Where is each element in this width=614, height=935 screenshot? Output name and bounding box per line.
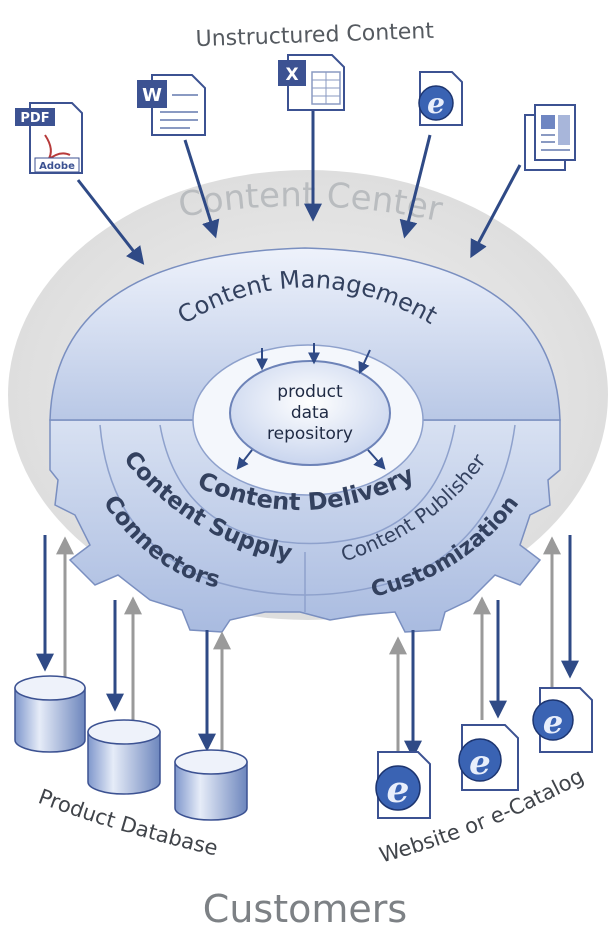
content-management-arc bbox=[49, 247, 561, 421]
brochure-document-icon bbox=[524, 104, 576, 171]
repository-label-line1: product bbox=[277, 382, 343, 402]
web-page-icon-2: e bbox=[458, 724, 519, 791]
svg-text:X: X bbox=[285, 65, 298, 85]
svg-text:e: e bbox=[387, 769, 410, 811]
repository-label-line3: repository bbox=[267, 424, 353, 444]
pdf-document-icon: PDF Adobe bbox=[15, 102, 83, 174]
svg-text:PDF: PDF bbox=[20, 111, 49, 126]
web-page-icon-3: e bbox=[532, 687, 593, 753]
web-page-icon-1: e bbox=[375, 751, 431, 819]
unstructured-inflow-arrows bbox=[76, 110, 522, 265]
return-arrows bbox=[56, 536, 561, 760]
gear-delivery-ring bbox=[159, 424, 456, 545]
database-icon-2 bbox=[87, 719, 161, 795]
database-icon-3 bbox=[174, 749, 248, 821]
database-icon-1 bbox=[14, 675, 86, 753]
gear-body bbox=[49, 419, 561, 633]
unstructured-content-title: Unstructured Content bbox=[195, 19, 434, 52]
web-page-icon-top: e bbox=[418, 71, 463, 126]
repository-label-line2: data bbox=[291, 403, 329, 423]
repository-outflow-arrows bbox=[236, 449, 386, 470]
word-document-icon: W bbox=[137, 74, 206, 136]
repository-inflow-arrows bbox=[256, 343, 371, 375]
outbound-arrows bbox=[36, 535, 579, 759]
svg-text:e: e bbox=[427, 87, 445, 120]
svg-text:e: e bbox=[543, 703, 563, 741]
svg-text:W: W bbox=[142, 85, 162, 106]
svg-text:e: e bbox=[469, 743, 491, 783]
customers-label: Customers bbox=[203, 887, 407, 931]
svg-text:Adobe: Adobe bbox=[39, 161, 75, 172]
spreadsheet-icon: X bbox=[278, 54, 345, 111]
